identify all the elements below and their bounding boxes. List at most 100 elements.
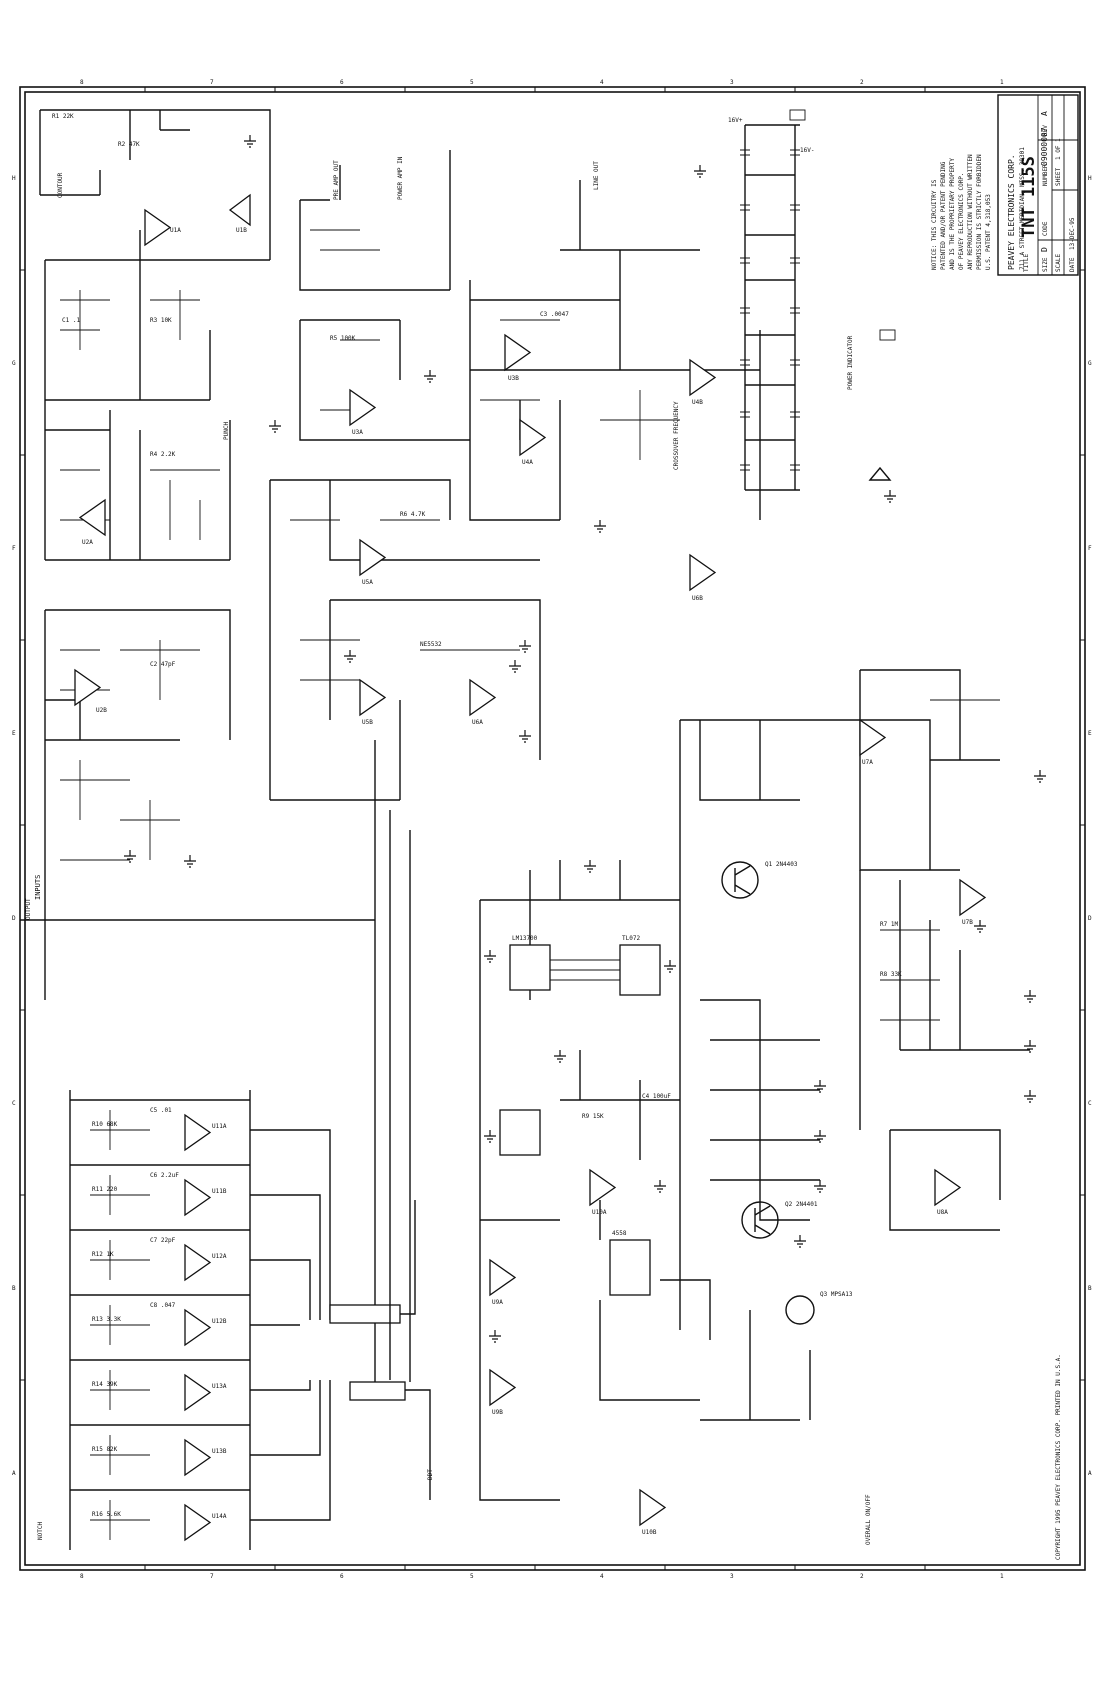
svg-text:U11B: U11B xyxy=(212,1188,227,1195)
labels-a: R1 22K R2 47K C1 .1 R3 10K U1A U1B U2A U… xyxy=(52,113,247,714)
opamp-u6b xyxy=(689,553,717,592)
svg-text:R4 2.2K: R4 2.2K xyxy=(150,451,176,458)
svg-text:TL072: TL072 xyxy=(622,935,640,942)
label-output-left: OUTPUT xyxy=(25,898,32,920)
company-address: 711 A STREET MERIDIAN, MISS. 39301 xyxy=(1019,147,1026,270)
svg-text:R6 4.7K: R6 4.7K xyxy=(400,511,426,518)
svg-text:16V-: 16V- xyxy=(800,147,814,154)
ground-symbols-d xyxy=(794,770,1046,1248)
supply-labels: 16V+ 16V- xyxy=(728,117,814,154)
svg-text:C: C xyxy=(1088,1100,1092,1107)
relay-coil xyxy=(785,1295,815,1325)
opamp-u8a xyxy=(934,1168,962,1207)
section-ddt xyxy=(479,860,815,1501)
svg-text:4558: 4558 xyxy=(612,1230,627,1237)
svg-text:1: 1 xyxy=(1000,1573,1004,1580)
svg-text:E: E xyxy=(12,730,16,737)
svg-text:R14 39K: R14 39K xyxy=(92,1381,118,1388)
capacitor-bank xyxy=(740,109,896,491)
svg-text:CONTOUR: CONTOUR xyxy=(57,172,64,198)
svg-text:U7A: U7A xyxy=(862,759,873,766)
svg-text:U11A: U11A xyxy=(212,1123,227,1130)
svg-text:U4B: U4B xyxy=(692,399,703,406)
svg-text:3: 3 xyxy=(730,79,734,86)
svg-text:E: E xyxy=(1088,730,1092,737)
svg-text:B: B xyxy=(12,1285,16,1292)
svg-text:G: G xyxy=(12,360,16,367)
section-preamp xyxy=(269,150,761,801)
opamp-u7a xyxy=(859,718,887,757)
eq-connector-2 xyxy=(349,1381,406,1401)
ground-symbols-e xyxy=(484,860,676,1343)
opamp-u4a xyxy=(519,418,547,457)
section-input-contour xyxy=(20,109,376,1400)
svg-text:R5 100K: R5 100K xyxy=(330,335,356,342)
ic-ddt-2 xyxy=(619,944,661,996)
svg-text:C4 100uF: C4 100uF xyxy=(642,1093,671,1100)
svg-text:R16 5.6K: R16 5.6K xyxy=(92,1511,121,1518)
svg-text:R11 220: R11 220 xyxy=(92,1186,118,1193)
svg-text:A: A xyxy=(1088,1470,1092,1477)
svg-text:H: H xyxy=(1088,175,1092,182)
opamp-u7b xyxy=(959,878,987,917)
svg-text:1: 1 xyxy=(1000,79,1004,86)
svg-text:U13A: U13A xyxy=(212,1383,227,1390)
svg-text:R3 10K: R3 10K xyxy=(150,317,172,324)
model-title: TNT 115S xyxy=(1019,156,1039,238)
sheet-value: 1 OF 1 xyxy=(1055,138,1062,160)
svg-text:3: 3 xyxy=(730,1573,734,1580)
svg-text:U7B: U7B xyxy=(962,919,973,926)
svg-text:F: F xyxy=(12,545,16,552)
svg-text:U2B: U2B xyxy=(96,707,107,714)
svg-text:U3B: U3B xyxy=(508,375,519,382)
svg-text:7: 7 xyxy=(210,79,214,86)
svg-text:POWER INDICATOR: POWER INDICATOR xyxy=(847,335,854,390)
opamp-u5b xyxy=(359,678,387,717)
svg-text:R13 3.3K: R13 3.3K xyxy=(92,1316,121,1323)
label-punch: PUNCH xyxy=(223,422,230,440)
transistor-q2 xyxy=(741,1201,779,1239)
ground-symbols-a xyxy=(124,135,281,868)
opamp-u5a xyxy=(359,538,387,577)
copyright: COPYRIGHT 1995 PEAVEY ELECTRONICS CORP. … xyxy=(1055,1354,1062,1560)
size-value: D xyxy=(1040,247,1049,252)
opamp-u2b xyxy=(74,668,102,707)
svg-text:NUMBER: NUMBER xyxy=(1042,164,1049,186)
svg-text:CODE: CODE xyxy=(1042,221,1049,236)
svg-text:U10A: U10A xyxy=(592,1209,607,1216)
svg-text:Q1 2N4403: Q1 2N4403 xyxy=(765,861,798,868)
svg-text:U.S. PATENT 4,318,053: U.S. PATENT 4,318,053 xyxy=(985,194,992,270)
svg-text:C7 22pF: C7 22pF xyxy=(150,1237,176,1244)
patent-notice: NOTICE: THIS CIRCUITRY IS PATENTED AND/O… xyxy=(931,154,992,270)
date-value: 13-DEC-95 xyxy=(1069,217,1076,250)
drawing-number: 09000007 xyxy=(1040,127,1049,166)
svg-text:OVERALL ON/OFF: OVERALL ON/OFF xyxy=(865,1494,872,1545)
section-eq xyxy=(69,810,431,1550)
svg-text:U12B: U12B xyxy=(212,1318,227,1325)
svg-text:2: 2 xyxy=(860,1573,864,1580)
svg-text:U9B: U9B xyxy=(492,1409,503,1416)
ground-symbols-b xyxy=(424,165,896,743)
svg-text:C1 .1: C1 .1 xyxy=(62,317,80,324)
svg-text:U5A: U5A xyxy=(362,579,373,586)
svg-text:U6A: U6A xyxy=(472,719,483,726)
label-pre-amp-out: PRE AMP OUT xyxy=(333,160,340,200)
svg-text:A: A xyxy=(12,1470,16,1477)
opamp-u12a xyxy=(184,1243,212,1282)
label-power-amp-in: POWER AMP IN xyxy=(397,156,404,200)
inner-border xyxy=(24,91,1081,1566)
opamp-u1b xyxy=(228,193,251,227)
border-letters-left: H G F E D C B A xyxy=(12,175,16,1477)
svg-text:C8 .047: C8 .047 xyxy=(150,1302,176,1309)
svg-text:NOTICE: THIS CIRCUITRY IS: NOTICE: THIS CIRCUITRY IS xyxy=(931,179,938,270)
svg-text:R10 68K: R10 68K xyxy=(92,1121,118,1128)
label-line-out: LINE OUT xyxy=(593,161,600,190)
svg-text:5: 5 xyxy=(470,79,474,86)
svg-text:OUTPUT: OUTPUT xyxy=(25,898,32,920)
label-notch: NOTCH xyxy=(37,1522,44,1540)
opamp-u3a xyxy=(349,388,377,427)
revision: A xyxy=(1040,111,1049,116)
svg-text:U9A: U9A xyxy=(492,1299,503,1306)
svg-text:C3 .0047: C3 .0047 xyxy=(540,311,569,318)
